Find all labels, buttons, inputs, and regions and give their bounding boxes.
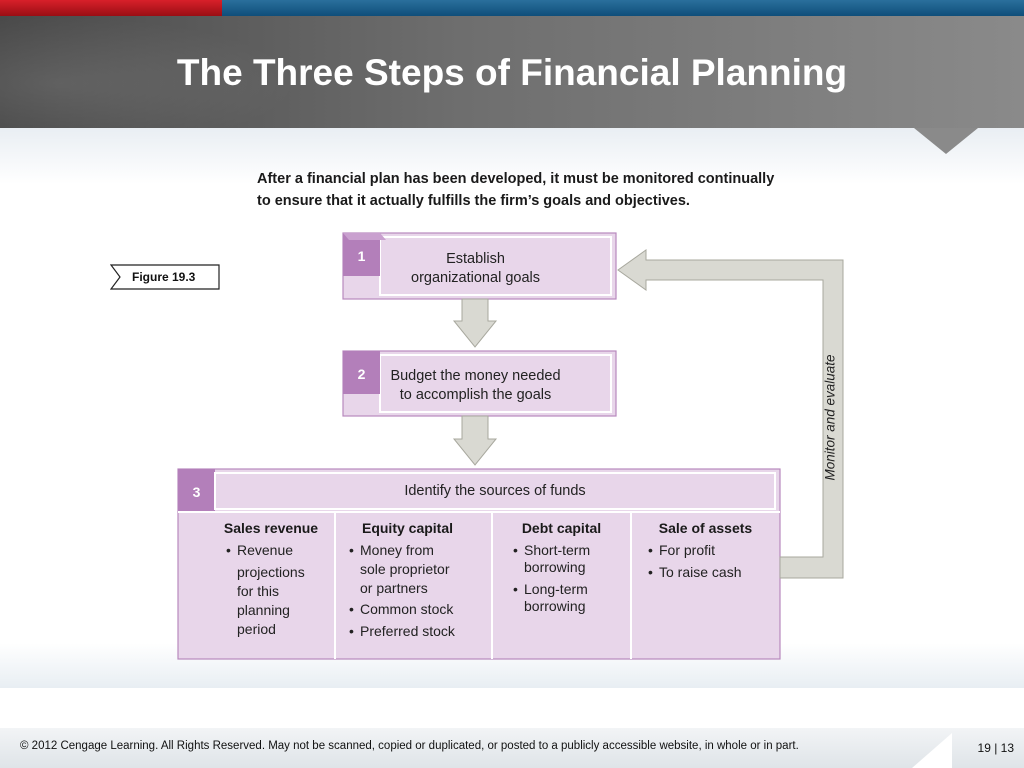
source-heading-debt: Debt capital	[521, 520, 602, 536]
top-accent-blue	[222, 0, 1024, 16]
figure-tag: Figure 19.3	[109, 264, 220, 290]
source-item: Revenue	[226, 541, 331, 560]
source-list-equity-cont: sole proprietor or partners	[360, 560, 490, 598]
source-list-debt-short: Short-term	[513, 541, 631, 563]
source-item: Preferred stock	[349, 622, 491, 641]
figure-label: Figure 19.3	[132, 270, 196, 284]
source-item: planning	[237, 602, 290, 618]
monitor-feedback-arrow	[617, 249, 844, 579]
source-item: borrowing	[524, 559, 586, 575]
figure-caption: After a financial plan has been develope…	[257, 168, 857, 212]
source-list-sales: Revenue	[226, 541, 331, 563]
source-item: borrowing	[524, 598, 586, 614]
source-item: Short-term	[513, 541, 631, 560]
step-1-line-1: Establish	[446, 251, 505, 267]
source-item: for this	[237, 583, 280, 599]
source-item: or partners	[360, 580, 428, 596]
monitor-evaluate-label: Monitor and evaluate	[822, 354, 838, 481]
source-list-equity-stock: Common stock Preferred stock	[349, 600, 491, 644]
footer-bar	[0, 728, 1024, 768]
caption-line-1: After a financial plan has been develope…	[257, 171, 775, 187]
arrow-step2-to-step3	[452, 415, 498, 466]
step-2-text: Budget the money needed to accomplish th…	[380, 367, 571, 405]
top-accent-red	[0, 0, 222, 16]
step-3-text: Identify the sources of funds	[404, 483, 586, 499]
source-list-debt-short-cont: borrowing	[524, 558, 629, 577]
step-1-box	[342, 232, 617, 300]
page-number: 19 | 13	[977, 741, 1014, 755]
source-heading-equity: Equity capital	[361, 520, 454, 536]
footer-notch	[912, 733, 952, 768]
source-list-debt-long-cont: borrowing	[524, 597, 629, 616]
step-3-number: 3	[192, 484, 201, 500]
step-2-line-2: to accomplish the goals	[399, 387, 552, 403]
source-item: To raise cash	[648, 563, 778, 582]
step-2-box	[342, 350, 617, 417]
caption-line-2: to ensure that it actually fulfills the …	[257, 193, 690, 209]
title-banner-glow	[0, 16, 300, 128]
step-1-line-2: organizational goals	[411, 270, 540, 286]
step-1-text: Establish organizational goals	[380, 250, 571, 288]
source-list-debt-long: Long-term	[513, 580, 631, 602]
source-heading-sales: Sales revenue	[223, 520, 319, 536]
banner-notch	[914, 128, 978, 154]
step-2-number: 2	[357, 366, 366, 382]
source-list-equity: Money from	[349, 541, 491, 563]
figure-tag-shape	[109, 264, 220, 290]
source-list-sales-cont: projections for this planning period	[237, 563, 337, 639]
title-banner	[0, 16, 1024, 128]
copyright-notice: © 2012 Cengage Learning. All Rights Rese…	[20, 740, 799, 752]
source-item: For profit	[648, 541, 778, 560]
source-item: Money from	[349, 541, 491, 560]
arrow-step1-to-step2	[452, 298, 498, 348]
source-item: period	[237, 621, 276, 637]
step-1-number: 1	[357, 248, 366, 264]
source-item: projections	[237, 564, 305, 580]
slide-title: The Three Steps of Financial Planning	[176, 52, 848, 93]
source-item: Common stock	[349, 600, 491, 619]
source-heading-assets: Sale of assets	[658, 520, 753, 536]
step-2-line-1: Budget the money needed	[390, 368, 561, 384]
source-item: Long-term	[513, 580, 631, 599]
source-list-assets: For profit To raise cash	[648, 541, 778, 585]
source-item: sole proprietor	[360, 561, 450, 577]
